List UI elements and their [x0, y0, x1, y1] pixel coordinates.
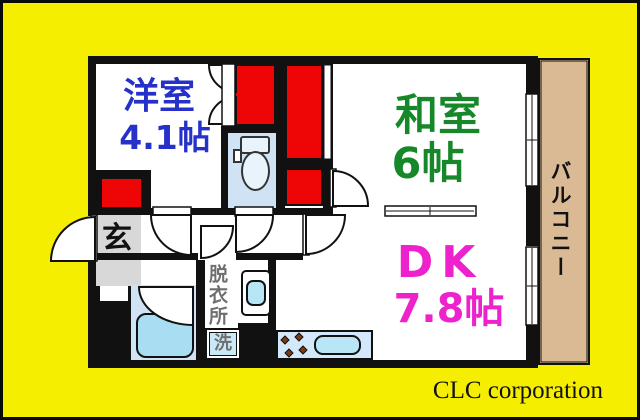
wall-left-upper: [88, 56, 96, 216]
closet-center-upper: [285, 64, 323, 160]
wall-closet-divider: [285, 158, 323, 170]
company-credit: CLC corporation: [432, 377, 603, 404]
dk-door-arc: [305, 214, 347, 256]
closet-entrance: [100, 177, 143, 209]
balcony-label: バルコニー: [548, 160, 572, 280]
dressing-door-arc: [200, 225, 235, 260]
kitchen-sink-icon: [314, 335, 361, 355]
closet-door-panel: [221, 63, 236, 127]
balcony-rail-line: [540, 60, 588, 363]
wall-left-lower: [88, 260, 96, 288]
balcony-area: [538, 58, 590, 365]
wall-corridor-bottom-left: [96, 253, 198, 260]
japanese-door-arc: [332, 169, 370, 207]
entrance-door-arc: [49, 215, 96, 262]
washing-machine-inner: [209, 332, 237, 356]
closet-fusuma-strip: [323, 64, 332, 160]
japanese-room-label: 和室: [395, 91, 481, 141]
stove-burners-icon: [280, 332, 308, 358]
wall-dressing-right: [268, 260, 276, 360]
wall-toilet-top: [221, 126, 276, 133]
wall-bath-right: [196, 260, 205, 360]
wall-center-column: [276, 64, 285, 215]
entrance-label: 玄: [102, 221, 132, 256]
toilet-handle: [233, 149, 242, 163]
closet-center-lower: [285, 168, 323, 206]
wall-top: [88, 56, 538, 64]
western-room-label: 洋室: [122, 76, 195, 117]
washbasin-bowl: [246, 280, 266, 306]
wall-toilet-left: [221, 126, 228, 215]
wall-corridor-bottom-right: [236, 253, 303, 260]
washing-machine-label: 洗: [214, 333, 232, 354]
dk-label: DK: [396, 237, 484, 288]
closet-western: [234, 64, 276, 126]
wall-bottom: [88, 360, 538, 368]
sliding-door: [384, 205, 477, 217]
western-door-arc: [149, 214, 192, 257]
japanese-room-size: 6帖: [391, 139, 465, 189]
japanese-room-window: [525, 93, 539, 187]
wall-washer-block: [238, 323, 276, 360]
wall-right-seg2: [526, 186, 538, 246]
dk-size: 7.8帖: [393, 286, 505, 332]
toilet-bowl: [241, 151, 270, 191]
entrance-floor: [96, 215, 141, 286]
bathroom-door-arc: [137, 286, 194, 327]
wall-right-seg3: [526, 325, 538, 368]
dk-window: [525, 246, 539, 326]
western-room-size: 4.1帖: [119, 118, 211, 157]
outer-notch: [100, 286, 128, 301]
toilet-door-arc: [235, 214, 275, 254]
doors-windows-layer: [49, 60, 588, 363]
dressing-room-label: 脱衣所: [206, 264, 228, 327]
japanese-doorway-gap: [333, 207, 369, 216]
wall-right-seg1: [526, 56, 538, 96]
